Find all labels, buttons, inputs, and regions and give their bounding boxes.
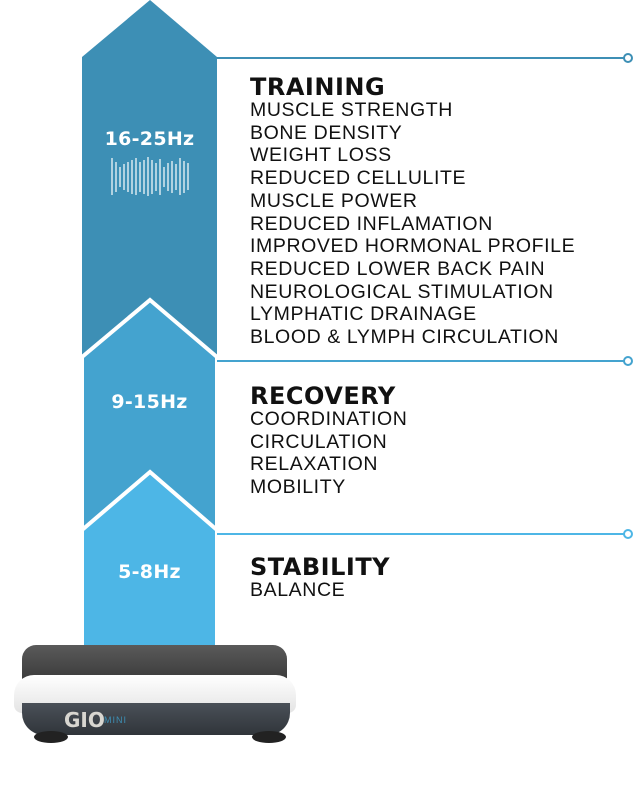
list-item: MUSCLE STRENGTH <box>250 99 453 121</box>
recovery-block: RECOVERY COORDINATION CIRCULATION RELAXA… <box>250 384 407 499</box>
list-item: NEUROLOGICAL STIMULATION <box>250 280 554 303</box>
list-item: BONE DENSITY <box>250 121 403 144</box>
waveform-icon <box>111 157 189 196</box>
recovery-frequency: 9-15Hz <box>111 391 188 413</box>
training-frequency: 16-25Hz <box>104 128 195 150</box>
plate-front <box>22 703 290 735</box>
list-item: BLOOD & LYMPH CIRCULATION <box>250 326 559 349</box>
brand-logo: GIO <box>64 708 105 732</box>
list-item: MUSCLE POWER <box>250 189 418 212</box>
model-label: MINI <box>104 715 127 725</box>
connector-lines <box>217 53 633 539</box>
list-item: IMPROVED HORMONAL PROFILE <box>250 235 576 258</box>
stability-title: STABILITY <box>250 553 391 581</box>
training-segment <box>82 0 217 360</box>
stability-frequency: 5-8Hz <box>118 561 181 583</box>
list-item: REDUCED INFLAMATION <box>250 212 493 235</box>
list-item: MOBILITY <box>250 476 346 499</box>
training-title: TRAINING <box>250 73 386 101</box>
list-item: COORDINATION <box>250 408 408 430</box>
list-item: REDUCED CELLULITE <box>250 167 467 190</box>
stability-block: STABILITY BALANCE <box>250 555 390 602</box>
foot <box>252 731 286 743</box>
list-item: RELAXATION <box>250 453 379 476</box>
list-item: BALANCE <box>250 579 346 601</box>
list-item: LYMPHATIC DRAINAGE <box>250 303 477 326</box>
recovery-title: RECOVERY <box>250 382 396 410</box>
list-item: REDUCED LOWER BACK PAIN <box>250 257 546 280</box>
training-block: TRAINING MUSCLE STRENGTH BONE DENSITY WE… <box>250 75 575 349</box>
list-item: WEIGHT LOSS <box>250 144 392 167</box>
foot <box>34 731 68 743</box>
list-item: CIRCULATION <box>250 430 388 453</box>
